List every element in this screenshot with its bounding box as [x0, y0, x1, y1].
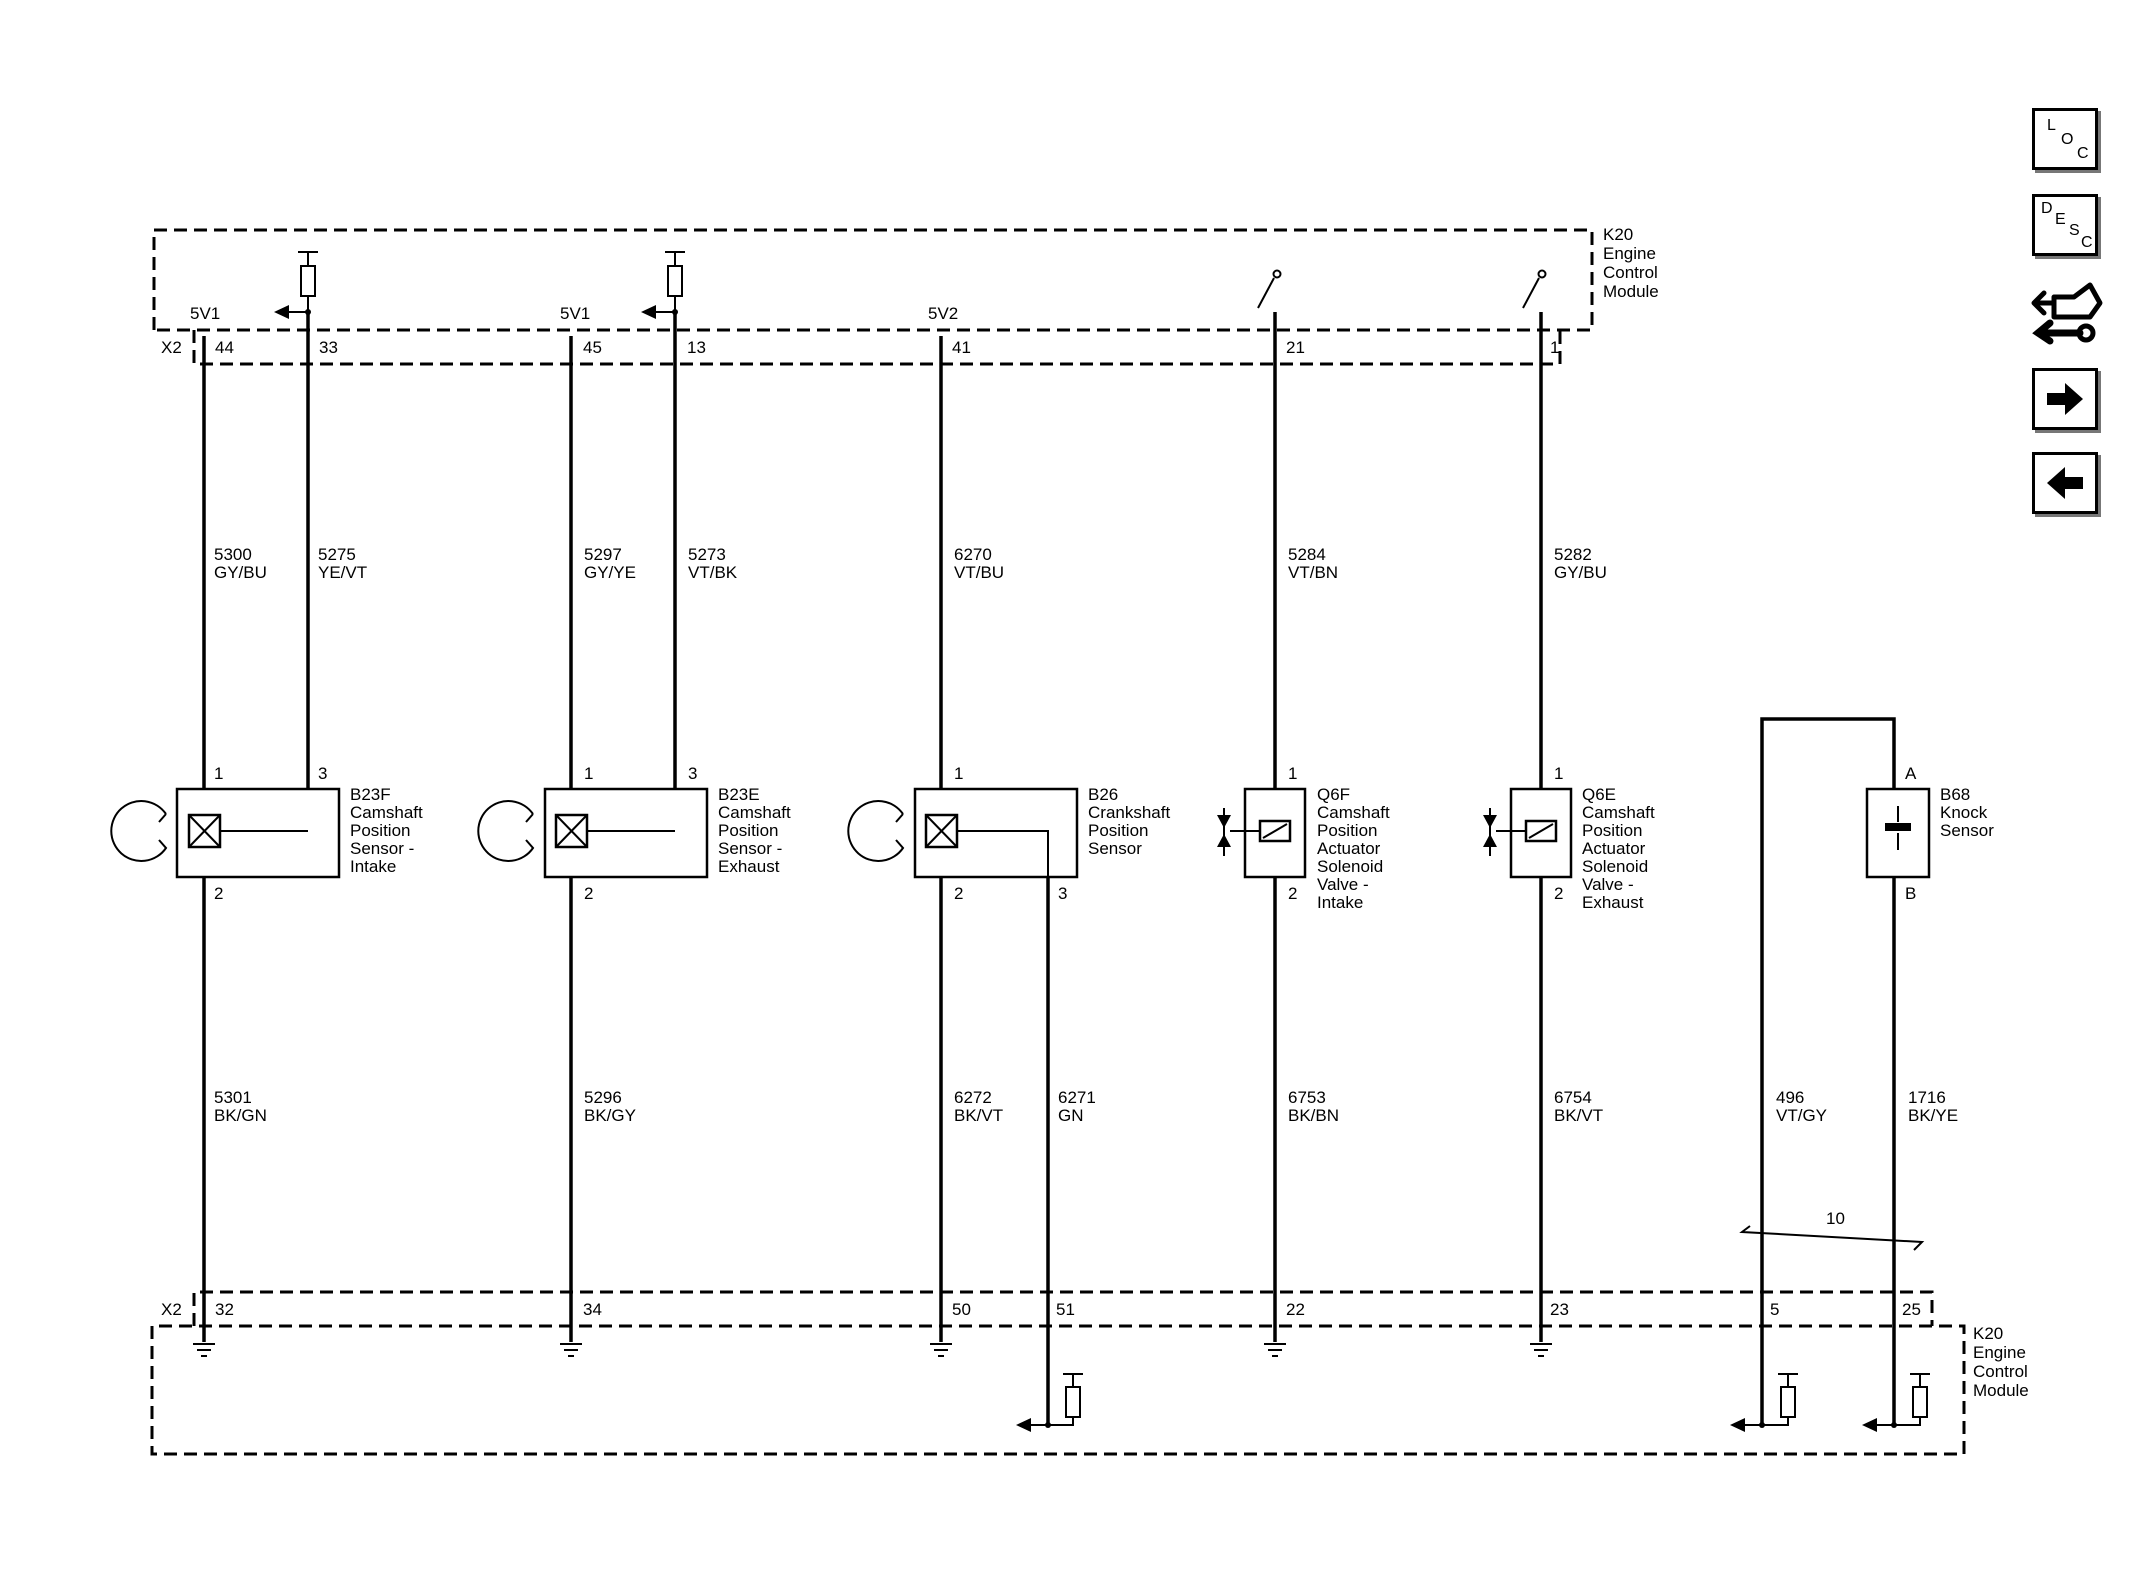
- pin-label: A: [1905, 764, 1917, 783]
- pin-label: 2: [584, 884, 593, 903]
- component-b26: 1 2 3 B26 Crankshaft Position Sensor: [847, 764, 1175, 903]
- component-label-b68: B68 Knock Sensor: [1940, 785, 1994, 840]
- pin-top-21: 21: [1286, 338, 1305, 357]
- component-q6e: 1 2 Q6E Camshaft Position Actuator Solen…: [1483, 764, 1659, 912]
- pin-label: 2: [1288, 884, 1297, 903]
- module-label-bottom: K20 Engine Control Module: [1973, 1324, 2033, 1400]
- pullup-resistor-5: [1730, 1373, 1798, 1432]
- pullup-resistor-13: [641, 251, 685, 319]
- desc-letter: S: [2069, 222, 2080, 239]
- pin-top-45: 45: [583, 338, 602, 357]
- pin-label: B: [1905, 884, 1916, 903]
- pin-bottom-50: 50: [952, 1300, 971, 1319]
- desc-letter: C: [2081, 234, 2093, 251]
- module-outline-top: [152, 228, 1594, 366]
- pin-bottom-23: 23: [1550, 1300, 1569, 1319]
- component-label-b26: B26 Crankshaft Position Sensor: [1088, 785, 1175, 858]
- pin-bottom-5: 5: [1770, 1300, 1779, 1319]
- ground-32: [193, 1343, 215, 1357]
- next-button[interactable]: [2032, 368, 2098, 430]
- pin-label: 2: [214, 884, 223, 903]
- connector-tool-button[interactable]: [2030, 275, 2104, 347]
- pin-bottom-51: 51: [1056, 1300, 1075, 1319]
- pin-bottom-25: 25: [1902, 1300, 1921, 1319]
- supply-label-5v2: 5V2: [928, 304, 958, 323]
- twist-label: 10: [1826, 1209, 1845, 1228]
- ground-34: [560, 1343, 582, 1357]
- component-label-q6f: Q6F Camshaft Position Actuator Solenoid …: [1317, 785, 1394, 912]
- component-label-b23f: B23F Camshaft Position Sensor - Intake: [350, 785, 427, 876]
- ground-23: [1530, 1343, 1552, 1357]
- component-b23f: 1 3 2 B23F Camshaft Position Sensor - In…: [110, 764, 427, 903]
- module-label-top: K20 Engine Control Module: [1603, 225, 1663, 301]
- pin-label: 1: [1288, 764, 1297, 783]
- pullup-resistor-51: [1016, 1373, 1083, 1432]
- pullup-resistor-33: [274, 251, 318, 319]
- arrow-left-icon: [2047, 467, 2083, 499]
- component-b23e: 1 3 2 B23E Camshaft Position Sensor - Ex…: [477, 764, 795, 903]
- description-button[interactable]: D E S C: [2032, 194, 2098, 256]
- loc-letter: O: [2061, 131, 2074, 148]
- component-q6f: 1 2 Q6F Camshaft Position Actuator Solen…: [1217, 764, 1394, 912]
- pin-top-1: 1: [1550, 338, 1559, 357]
- pin-top-33: 33: [319, 338, 338, 357]
- connector-tool-icon: [2031, 282, 2103, 345]
- connector-label-top: X2: [161, 338, 182, 357]
- pin-label: 3: [1058, 884, 1067, 903]
- pin-top-41: 41: [952, 338, 971, 357]
- pin-label: 2: [1554, 884, 1563, 903]
- supply-label-5v1-intake: 5V1: [190, 304, 220, 323]
- supply-label-5v1-exhaust: 5V1: [560, 304, 590, 323]
- previous-button[interactable]: [2032, 452, 2098, 514]
- pin-bottom-32: 32: [215, 1300, 234, 1319]
- pullup-resistor-25: [1862, 1373, 1930, 1432]
- pin-label: 2: [954, 884, 963, 903]
- pin-label: 1: [1554, 764, 1563, 783]
- module-outline-bottom: [150, 1290, 1966, 1456]
- component-label-q6e: Q6E Camshaft Position Actuator Solenoid …: [1582, 785, 1659, 912]
- desc-letter: E: [2055, 211, 2066, 228]
- connector-label-bottom: X2: [161, 1300, 182, 1319]
- pin-label: 1: [584, 764, 593, 783]
- wire-group: [202, 312, 1896, 1425]
- pin-label: 1: [214, 764, 223, 783]
- ground-50: [930, 1343, 952, 1357]
- pin-label: 3: [318, 764, 327, 783]
- location-button[interactable]: L O C: [2032, 108, 2098, 170]
- driver-switch-1: [1522, 269, 1547, 309]
- pin-label: 1: [954, 764, 963, 783]
- loc-letter: C: [2077, 145, 2089, 162]
- pin-bottom-34: 34: [583, 1300, 602, 1319]
- loc-letter: L: [2047, 117, 2056, 134]
- desc-letter: D: [2041, 200, 2053, 217]
- driver-switch-21: [1257, 269, 1282, 309]
- arrow-right-icon: [2047, 383, 2083, 415]
- twisted-pair-marker: 10: [1739, 1209, 1925, 1251]
- ground-22: [1264, 1343, 1286, 1357]
- pin-top-13: 13: [687, 338, 706, 357]
- component-b68: A B B68 Knock Sensor: [1865, 764, 1994, 903]
- pin-bottom-22: 22: [1286, 1300, 1305, 1319]
- pin-label: 3: [688, 764, 697, 783]
- pin-top-44: 44: [215, 338, 234, 357]
- component-label-b23e: B23E Camshaft Position Sensor - Exhaust: [718, 785, 795, 876]
